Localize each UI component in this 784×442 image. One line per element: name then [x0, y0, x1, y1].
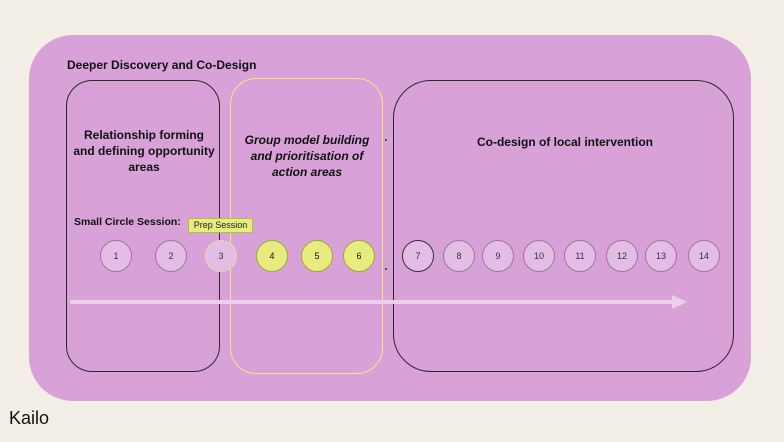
small-circle-session-label: Small Circle Session:	[74, 216, 181, 228]
timeline-arrow-head	[672, 295, 687, 309]
session-circle: 11	[564, 240, 596, 272]
diagram-panel	[29, 35, 751, 401]
session-circle: 4	[256, 240, 288, 272]
session-circle: 9	[482, 240, 514, 272]
timeline-arrow	[70, 300, 675, 304]
kailo-logo: Kailo	[9, 408, 50, 428]
session-circle: 13	[645, 240, 677, 272]
phase-title-group-model: Group model building and prioritisation …	[244, 133, 370, 179]
connector-dot	[385, 139, 387, 141]
phase-box-co-design	[393, 80, 734, 372]
session-circle: 14	[688, 240, 720, 272]
phase-title-co-design: Co-design of local intervention	[476, 135, 653, 149]
session-circle: 8	[443, 240, 475, 272]
session-circle: 5	[301, 240, 333, 272]
prep-session-label: Prep Session	[188, 218, 253, 233]
connector-dot	[385, 268, 387, 270]
session-circle: 1	[100, 240, 132, 272]
session-circle: 12	[606, 240, 638, 272]
session-circle: 3	[205, 240, 237, 272]
diagram-heading: Deeper Discovery and Co-Design	[67, 58, 257, 72]
session-circle: 10	[523, 240, 555, 272]
session-circle: 7	[402, 240, 434, 272]
session-circle: 2	[155, 240, 187, 272]
session-circle: 6	[343, 240, 375, 272]
phase-title-relationship: Relationship forming and defining opport…	[73, 128, 215, 174]
